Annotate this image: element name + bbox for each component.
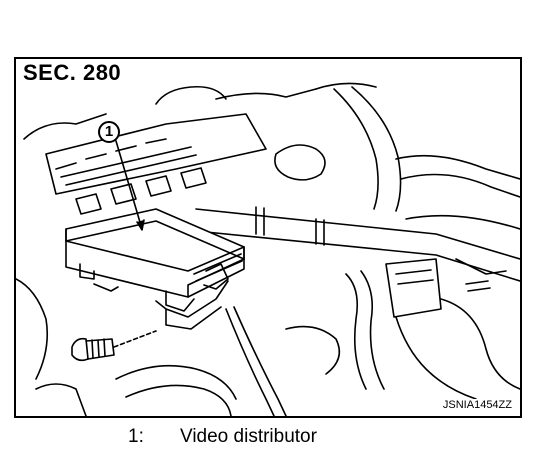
intake-manifold-drawing (23, 85, 317, 215)
engine-bay-illustration (16, 82, 520, 416)
callout-leader-line (115, 140, 143, 230)
legend-item-number: 1: (128, 426, 144, 447)
bolt-drawing (71, 330, 157, 362)
callout-arrowhead (136, 219, 145, 231)
lower-components-drawing (16, 278, 341, 416)
legend: 1: Video distributor (0, 424, 560, 450)
harness-drawing (345, 258, 520, 400)
legend-item-text: Video distributor (180, 426, 317, 447)
bracket-drawing (93, 280, 229, 330)
figure-frame: SEC. 280 1 JSNIA1454ZZ (14, 57, 522, 418)
upper-hose-drawing (274, 82, 520, 230)
section-label: SEC. 280 (20, 61, 125, 85)
figure-id: JSNIA1454ZZ (440, 399, 514, 412)
video-distributor-box (65, 208, 245, 312)
callout-marker-1: 1 (98, 121, 120, 143)
